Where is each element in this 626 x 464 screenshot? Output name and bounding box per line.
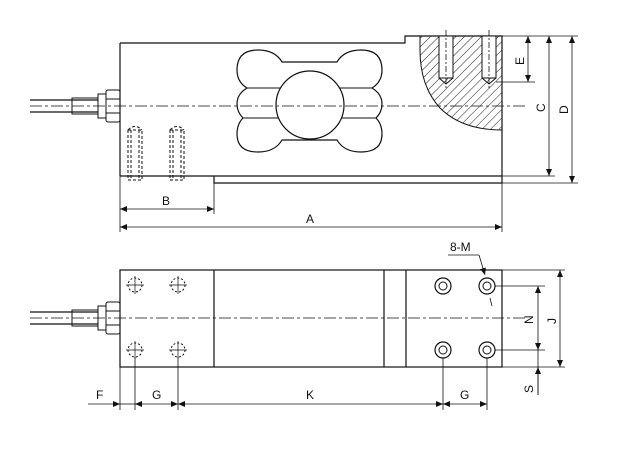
dim-a [120, 183, 503, 232]
hidden-thread-holes [127, 126, 185, 181]
plan-view: 8-M N J S F G K [30, 240, 565, 410]
dim-n-j-s [495, 269, 565, 395]
label-a: A [306, 212, 314, 226]
binocular-cutout [236, 49, 383, 153]
label-k: K [306, 388, 314, 402]
dim-f-g-k-g [88, 357, 488, 410]
plan-body-outline [119, 269, 503, 368]
label-b: B [162, 194, 170, 208]
label-c: C [534, 103, 548, 112]
label-e: E [513, 57, 527, 65]
label-s: S [522, 385, 536, 393]
leader-8-m [448, 254, 493, 307]
plan-hidden-holes [126, 276, 187, 359]
dim-b [119, 176, 215, 232]
side-view: B A E C D [30, 30, 578, 232]
label-g-right: G [460, 388, 469, 402]
label-8-m: 8-M [450, 240, 471, 254]
label-g-left: G [152, 388, 161, 402]
cable-gland-bottom [30, 301, 121, 335]
label-d: D [557, 105, 571, 114]
dim-e-c-d [440, 35, 578, 184]
cable-gland-top [30, 89, 121, 123]
label-f: F [96, 388, 103, 402]
label-j: J [545, 318, 559, 324]
label-n: N [522, 315, 536, 324]
